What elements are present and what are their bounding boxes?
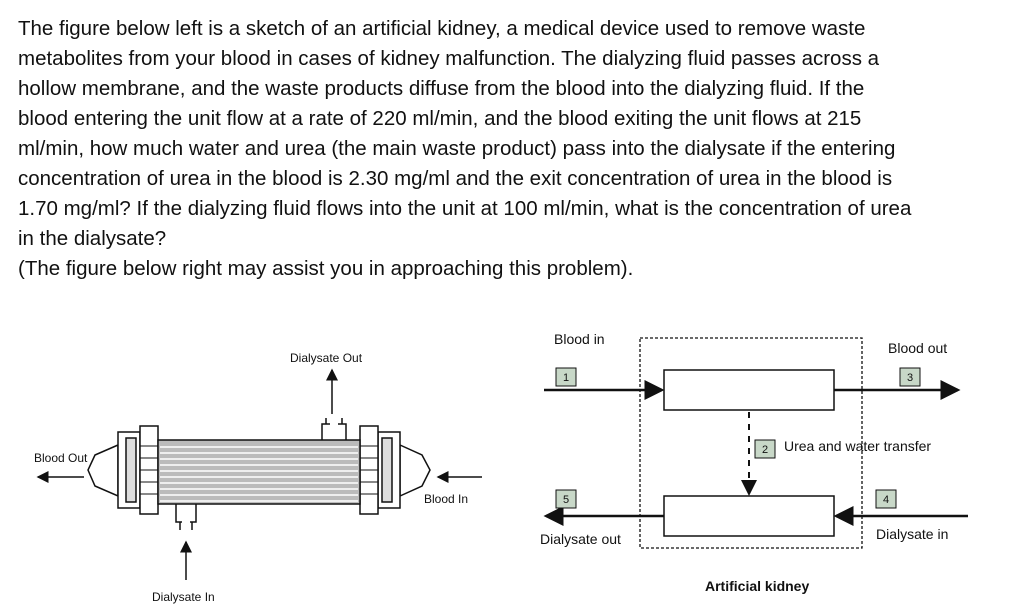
stream-number-2: 2 — [762, 444, 768, 456]
label-blood-out-right: Blood out — [888, 340, 947, 356]
dialysate-out-port — [321, 418, 347, 440]
question-line: in the dialysate? — [18, 227, 167, 250]
hollow-fibers — [160, 446, 358, 502]
stream-box-2-fill — [754, 439, 776, 459]
stream-number-5: 5 — [563, 494, 569, 506]
label-dialysate-out-right: Dialysate out — [540, 531, 621, 547]
stream-box-5-fill — [555, 489, 577, 509]
label-dialysate-in-right: Dialysate in — [876, 526, 948, 542]
dialysate-compartment — [663, 495, 835, 537]
question-line: ml/min, how much water and urea (the mai… — [18, 137, 896, 160]
dialyzer-shell — [157, 439, 361, 505]
block-diagram: 1 2 3 4 5 Blood in Blood out Urea and wa… — [540, 331, 968, 594]
label-transfer: Urea and water transfer — [784, 438, 931, 454]
label-blood-out: Blood Out — [34, 451, 88, 465]
stream-box-4-fill — [875, 489, 897, 509]
cap-fiber-lines — [140, 445, 378, 495]
stream-box-2: 2 — [754, 439, 776, 459]
system-boundary — [639, 337, 863, 549]
label-blood-in: Blood In — [424, 492, 468, 506]
question-text: The figure below left is a sketch of an … — [18, 14, 1024, 284]
dialysate-in-port — [175, 504, 197, 530]
question-line: blood entering the unit flow at a rate o… — [18, 107, 862, 130]
stream-box-3: 3 — [899, 367, 921, 387]
stream-box-1: 1 — [555, 367, 577, 387]
label-blood-in-right: Blood in — [554, 331, 605, 347]
stream-box-3-fill — [899, 367, 921, 387]
question-line: The figure below left is a sketch of an … — [18, 17, 866, 40]
question-line: hollow membrane, and the waste products … — [18, 77, 865, 100]
stream-box-5: 5 — [555, 489, 577, 509]
dialyzer-sketch: Dialysate Out Blood Out Blood In Dialysa… — [34, 351, 482, 604]
stream-box-1-fill — [555, 367, 577, 387]
question-line: 1.70 mg/ml? If the dialyzing fluid flows… — [18, 197, 912, 220]
right-end-cap — [359, 425, 431, 515]
diagram-caption: Artificial kidney — [705, 578, 809, 594]
stream-number-3: 3 — [907, 372, 913, 384]
question-line: metabolites from your blood in cases of … — [18, 47, 880, 70]
question-line: concentration of urea in the blood is 2.… — [18, 167, 893, 190]
blood-compartment — [663, 369, 835, 411]
label-dialysate-in: Dialysate In — [152, 590, 215, 604]
label-dialysate-out: Dialysate Out — [290, 351, 363, 365]
stream-number-4: 4 — [883, 494, 889, 506]
stream-number-1: 1 — [563, 372, 569, 384]
stream-box-4: 4 — [875, 489, 897, 509]
question-line: (The figure below right may assist you i… — [18, 257, 634, 280]
